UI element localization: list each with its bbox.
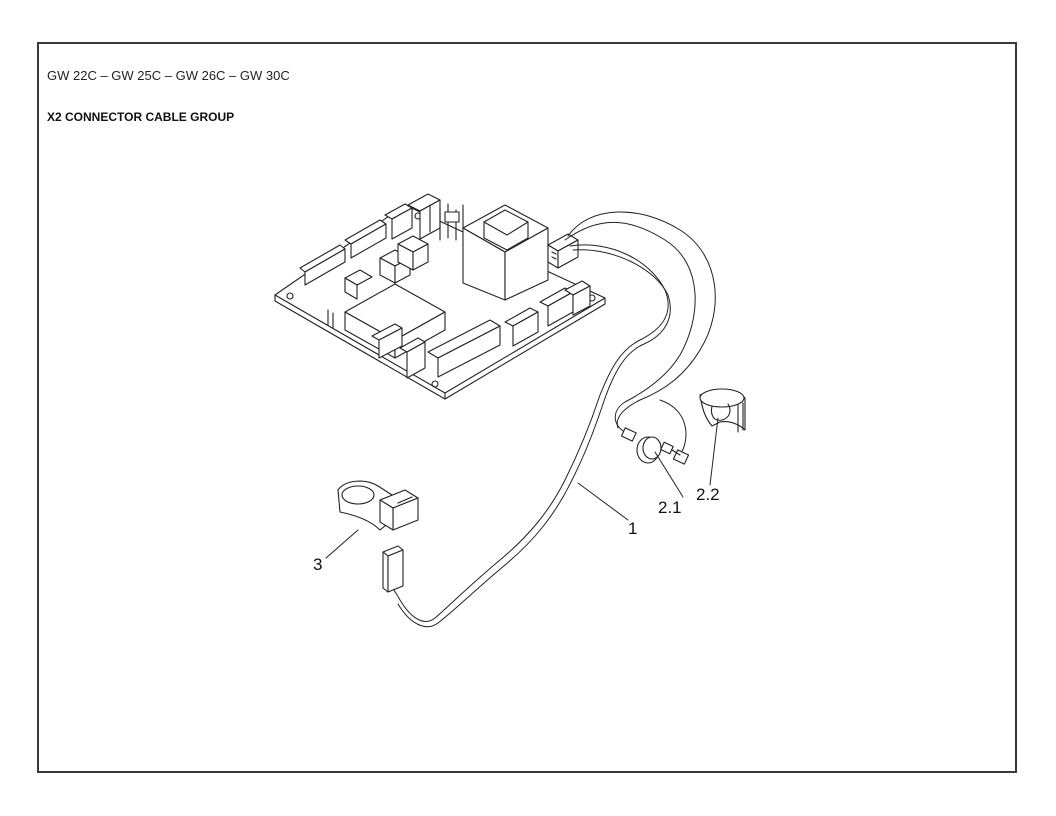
relays	[344, 235, 429, 300]
callout-cable: 1	[628, 519, 637, 538]
cable-harness	[393, 211, 716, 628]
ntc-sensor	[620, 427, 690, 465]
leader-lines	[325, 417, 719, 559]
transformer	[462, 204, 549, 301]
drawing-frame	[37, 42, 1017, 773]
board-pins	[439, 203, 464, 241]
model-list: GW 22C – GW 25C – GW 26C – GW 30C	[47, 68, 290, 83]
pcb-board	[274, 193, 606, 400]
callout-flow-switch: 3	[313, 555, 322, 574]
x2-connector	[547, 233, 579, 269]
top-connectors	[299, 193, 441, 286]
flow-switch	[337, 480, 419, 593]
front-connectors	[371, 280, 591, 379]
callout-clip: 2.2	[696, 485, 720, 504]
callout-sensor: 2.1	[658, 498, 682, 517]
spring-clip	[699, 388, 746, 433]
group-title: X2 CONNECTOR CABLE GROUP	[47, 110, 235, 124]
